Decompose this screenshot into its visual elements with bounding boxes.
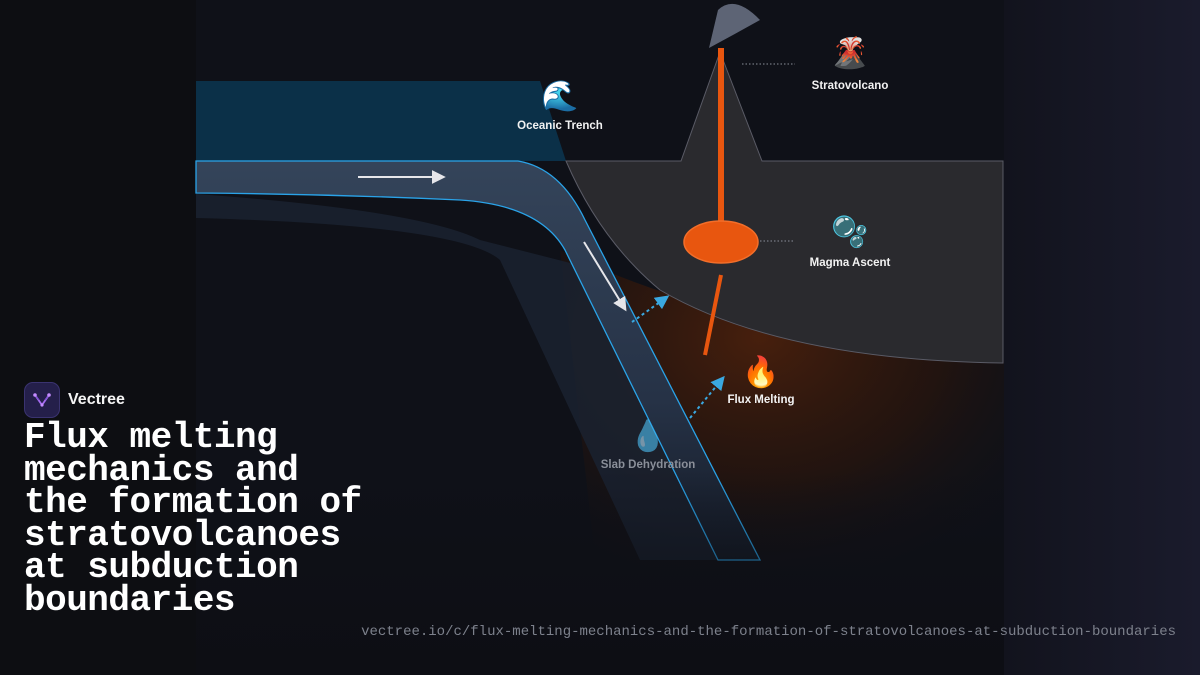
water-flux-arrow-upper [631,295,670,323]
stratovolcano-label: Stratovolcano [812,80,889,92]
subduction-arrow [583,241,627,312]
magma-conduit [718,48,724,238]
volcano-icon: 🌋 [831,35,868,71]
oceanic-trench-label: Oceanic Trench [517,120,603,132]
wave-icon: 🌊 [541,78,578,114]
brand-name: Vectree [68,391,125,408]
droplet-icon: 💧 [629,418,666,454]
magma-ascent-label: Magma Ascent [810,257,891,269]
magma-chamber [683,220,759,264]
ocean-water [196,81,566,161]
fire-icon: 🔥 [742,354,779,390]
background-left-panel [0,0,196,675]
slab-dehydration-label: Slab Dehydration [601,459,696,471]
bottom-fade [196,470,1004,675]
water-flux-arrow-lower [689,375,725,419]
brand-logo-icon [24,382,60,418]
continental-plate [565,50,1004,364]
source-url[interactable]: vectree.io/c/flux-melting-mechanics-and-… [361,624,1176,640]
ash-plume [709,3,760,48]
background-right-panel [1004,0,1200,675]
brand: Vectree [24,382,125,418]
magma-feeder [703,274,723,356]
page-title: Flux melting mechanics and the formation… [24,417,362,621]
bubbles-icon: 🫧 [831,214,868,250]
flux-melting-label: Flux Melting [727,394,794,406]
slab-shadow [196,194,760,560]
